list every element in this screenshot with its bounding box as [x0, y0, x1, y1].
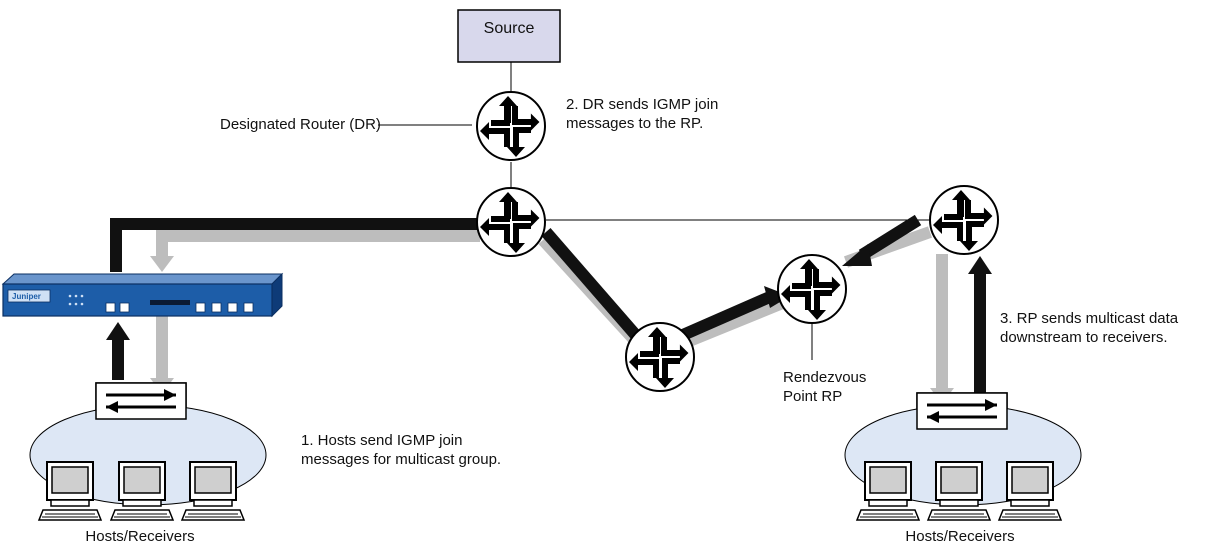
step2-line2: messages to the RP.: [566, 115, 703, 132]
router-icon-edge: [930, 186, 998, 254]
step1-line2: messages for multicast group.: [301, 451, 501, 468]
join-arrow-from-edge: [842, 244, 872, 266]
router-icon-core: [477, 188, 545, 256]
step3-line1: 3. RP sends multicast data: [1000, 310, 1179, 327]
computer-icon: [856, 461, 920, 521]
join-arrow-to-rp: [764, 286, 790, 308]
source-node: Source: [457, 9, 561, 63]
join-arrow-to-device: [106, 322, 130, 340]
router-icon-middle: [626, 323, 694, 391]
computer-icon: [181, 461, 245, 521]
source-label: Source: [484, 20, 535, 37]
step2-line1: 2. DR sends IGMP join: [566, 96, 718, 113]
data-arrow-to-device: [150, 256, 174, 272]
hosts-label-right: Hosts/Receivers: [905, 528, 1014, 545]
step1-line1: 1. Hosts send IGMP join: [301, 432, 462, 449]
switch-icon-left-front: [94, 381, 188, 421]
computer-icon: [927, 461, 991, 521]
rp-label-line2: Point RP: [783, 388, 842, 405]
router-icon-dr: [477, 92, 545, 160]
join-arrow-to-edge-router: [968, 256, 992, 274]
dr-label: Designated Router (DR): [220, 116, 381, 133]
computer-icon: [38, 461, 102, 521]
security-device-icon: Juniper: [1, 272, 284, 318]
router-icon-rp: [778, 255, 846, 323]
join-path: [110, 214, 986, 395]
hosts-label-left: Hosts/Receivers: [85, 528, 194, 545]
device-brand: Juniper: [12, 292, 41, 301]
computer-icon: [998, 461, 1062, 521]
rp-label-line1: Rendezvous: [783, 369, 866, 386]
switch-icon-right-front: [915, 391, 1009, 431]
computer-icon: [110, 461, 174, 521]
step3-line2: downstream to receivers.: [1000, 329, 1168, 346]
